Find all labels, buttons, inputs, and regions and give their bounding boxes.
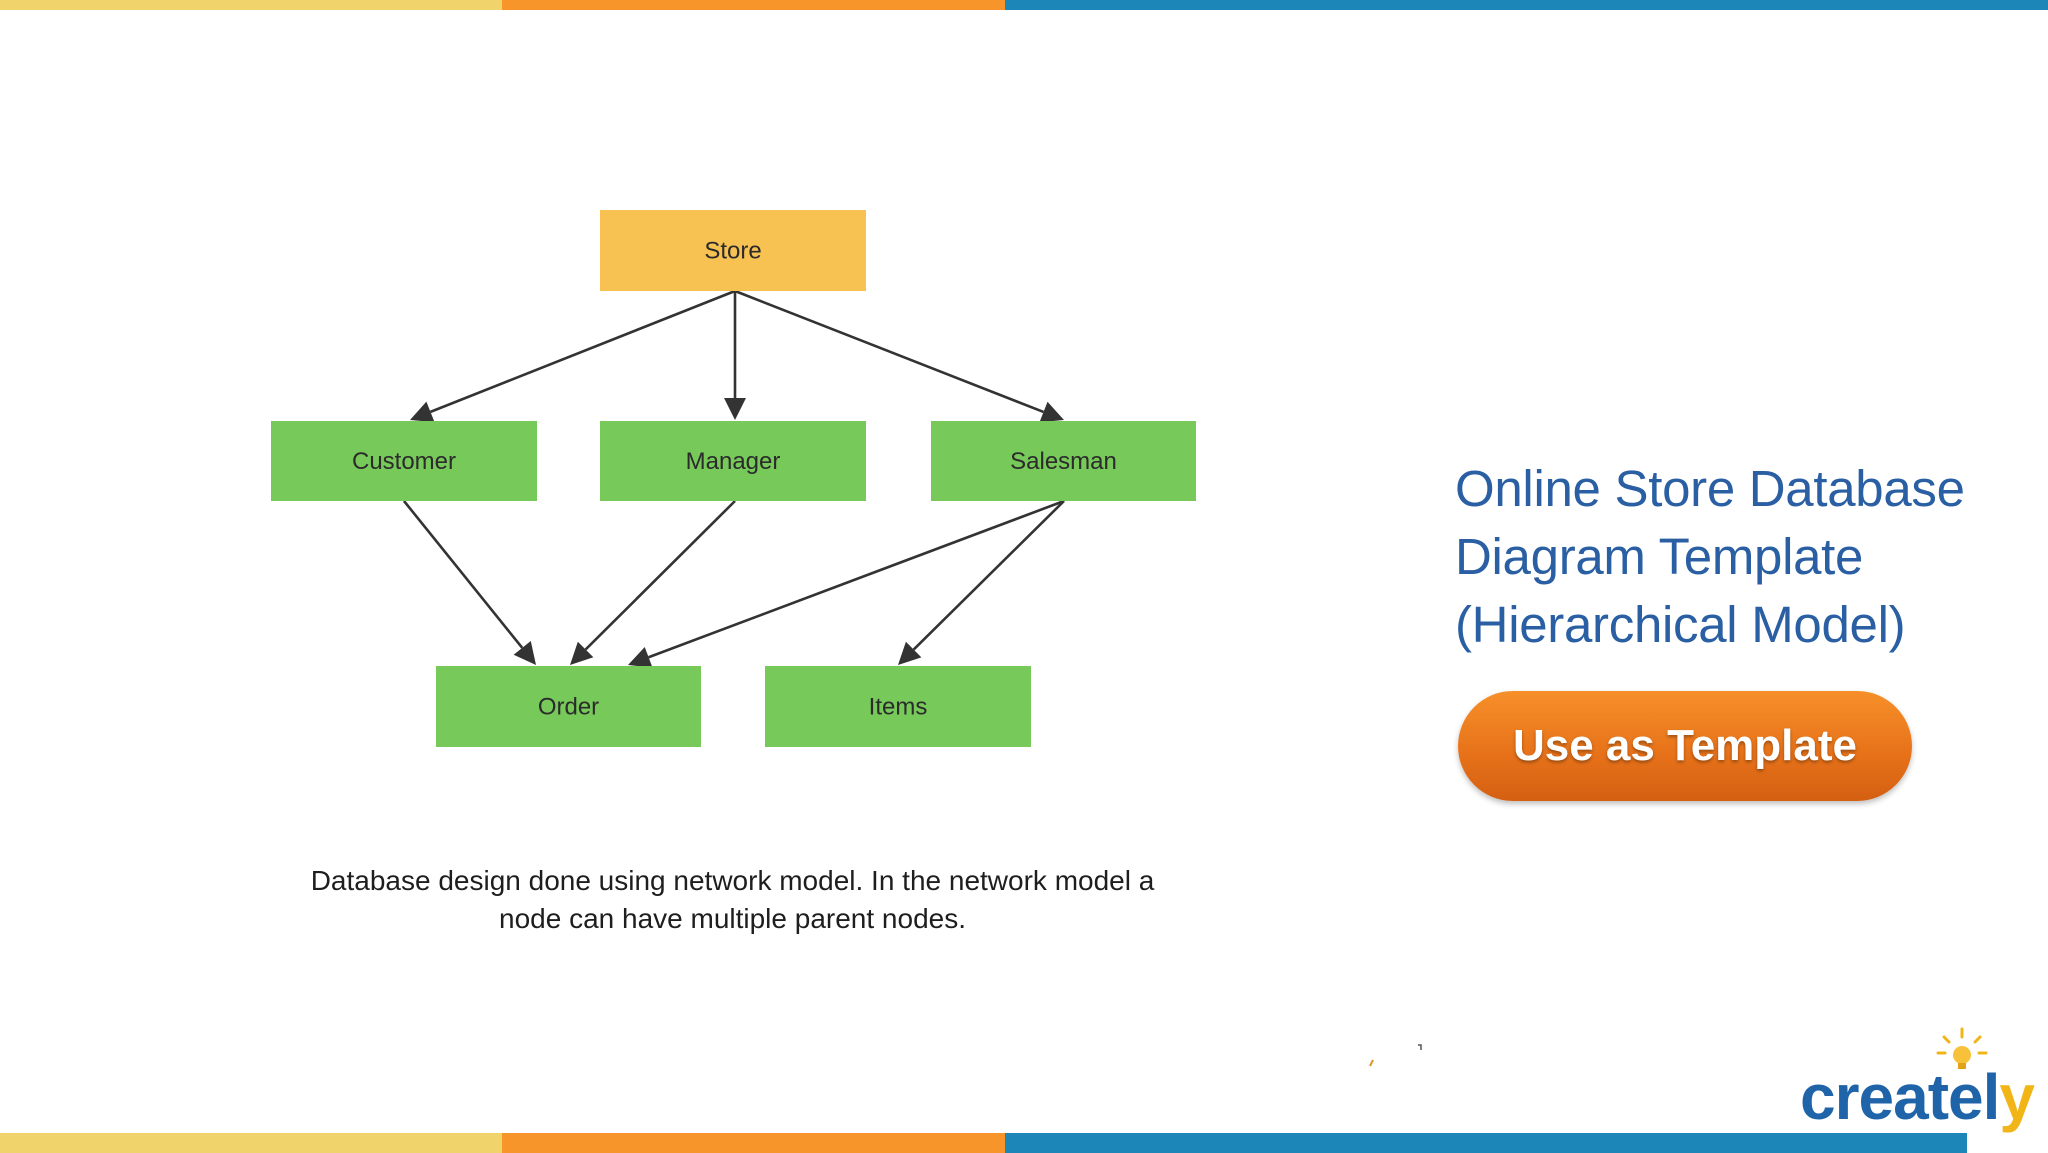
title-line-1: Online Store Database <box>1455 460 1965 517</box>
edge-customer-to-order <box>402 500 536 665</box>
node-customer[interactable]: Customer <box>271 421 537 501</box>
top-color-bar <box>0 0 2048 10</box>
bar-segment-orange <box>502 0 1005 10</box>
creately-logo[interactable]: creately <box>1800 1025 2035 1135</box>
edge-salesman-to-order <box>628 499 1065 668</box>
arrowhead-icon <box>410 401 435 423</box>
node-manager[interactable]: Manager <box>600 421 866 501</box>
bar-segment-orange <box>502 1133 1005 1153</box>
arrowhead-icon <box>1039 401 1064 423</box>
title-line-2: Diagram Template <box>1455 528 1864 585</box>
edge-manager-to-order <box>570 500 736 665</box>
bar-segment-yellow <box>0 1133 502 1153</box>
node-items[interactable]: Items <box>765 666 1031 747</box>
node-store[interactable]: Store <box>600 210 866 291</box>
node-label: Salesman <box>1010 448 1117 475</box>
bar-segment-yellow <box>0 0 502 10</box>
lightbulb-icon <box>1936 1027 1988 1069</box>
edge-store-to-salesman <box>734 289 1064 423</box>
node-label: Manager <box>686 448 781 475</box>
edge-store-to-manager <box>724 291 746 420</box>
caption-line-2: node can have multiple parent nodes. <box>499 903 966 934</box>
node-box <box>600 210 866 291</box>
arrowhead-icon <box>898 641 922 665</box>
node-box <box>600 421 866 501</box>
use-as-template-button[interactable]: Use as Template <box>1458 691 1912 801</box>
caption-line-1: Database design done using network model… <box>310 865 1155 896</box>
title-line-3: (Hierarchical Model) <box>1455 596 1906 653</box>
node-salesman[interactable]: Salesman <box>931 421 1196 501</box>
page-title: Online Store Database Diagram Template (… <box>1455 455 2015 659</box>
node-label: Order <box>538 694 599 721</box>
arrowhead-icon <box>513 640 536 665</box>
arrowhead-icon <box>570 641 594 665</box>
bar-segment-blue <box>1005 1133 1967 1153</box>
bottom-color-bar <box>0 1133 2048 1153</box>
diagram-caption: Database design done using network model… <box>280 862 1185 938</box>
node-box <box>931 421 1196 501</box>
decorative-specks <box>1369 1044 1422 1067</box>
node-box <box>765 666 1031 747</box>
arrowhead-icon <box>628 646 653 668</box>
node-box <box>436 666 701 747</box>
arrowhead-icon <box>724 398 746 420</box>
node-label: Customer <box>352 448 456 475</box>
node-label: Store <box>704 238 761 265</box>
bar-segment-blue <box>1005 0 2048 10</box>
edge-salesman-to-items <box>898 500 1065 665</box>
logo-wordmark: creately <box>1800 1061 2035 1133</box>
node-order[interactable]: Order <box>436 666 701 747</box>
node-box <box>271 421 537 501</box>
edge-store-to-customer <box>410 289 736 423</box>
node-label: Items <box>869 694 928 721</box>
